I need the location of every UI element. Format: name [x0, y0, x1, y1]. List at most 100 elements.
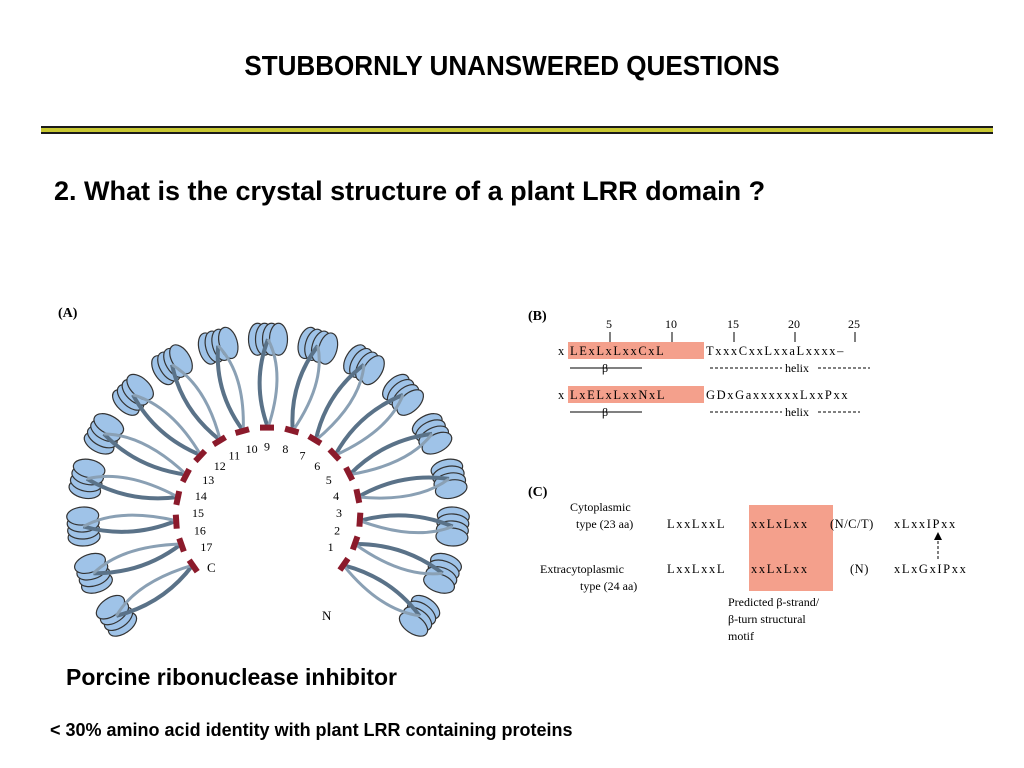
beta-strand: [327, 447, 342, 462]
position-5: 5: [606, 317, 612, 331]
panel-b-consensus: (B) 5 10 15 20 25 x LExLxLxxCxL TxxxCxxL…: [528, 309, 870, 419]
position-10: 10: [665, 317, 677, 331]
backbone-loop: [266, 338, 279, 429]
row1-rest: TxxxCxxLxxaLxxxx–: [706, 344, 845, 358]
beta-strand: [307, 433, 323, 446]
backbone-loop: [102, 432, 187, 477]
beta-strand: [186, 558, 200, 574]
panel-c-motif: (C) Cytoplasmic type (23 aa) LxxLxxL xxL…: [528, 485, 966, 643]
row1-annotation: β helix: [570, 361, 870, 375]
backbone-loop: [257, 338, 270, 429]
row2-annotation: β helix: [570, 405, 860, 419]
cyto-label-line1: Cytoplasmic: [570, 500, 631, 514]
backbone-loop: [357, 477, 450, 500]
backbone-loop: [349, 432, 434, 477]
position-25: 25: [848, 317, 860, 331]
beta-highlight-row2: [568, 386, 704, 403]
backbone-loop: [217, 344, 245, 431]
backbone-loop: [82, 518, 177, 534]
repeat-number: 3: [336, 506, 342, 520]
backbone-loop: [215, 345, 245, 433]
motif-note-line2: β-turn structural: [728, 612, 806, 626]
motif-highlight: [749, 505, 833, 591]
repeat-number: 1: [328, 540, 334, 554]
beta-strand: [260, 424, 274, 431]
cyto-label-line2: type (23 aa): [576, 517, 633, 531]
row2-prefix: x: [558, 388, 566, 402]
row2-boxed: LxELxLxxNxL: [570, 388, 666, 402]
repeat-number: 12: [214, 459, 226, 473]
beta-strands: [172, 424, 364, 574]
row1-boxed: LExLxLxxCxL: [570, 344, 665, 358]
panel-c-label: (C): [528, 485, 548, 500]
panel-b-label: (B): [528, 309, 547, 324]
backbone-loop: [314, 364, 366, 442]
backbone-loop: [353, 542, 443, 576]
backbone-loop: [342, 564, 420, 618]
identity-footnote: < 30% amino acid identity with plant LRR…: [50, 720, 573, 740]
backbone-loop: [85, 477, 179, 501]
backbone-loop: [132, 393, 203, 457]
row2-helix: helix: [785, 405, 809, 419]
repeat-number: 16: [194, 524, 206, 538]
extra-seq-a: LxxLxxL: [667, 562, 726, 576]
motif-note-line1: Predicted β-strand/: [728, 595, 820, 609]
motif-note-line3: motif: [728, 629, 754, 643]
cyto-seq-b: (N/C/T): [830, 517, 874, 531]
repeat-number: 10: [246, 442, 258, 456]
repeat-number: 14: [195, 489, 207, 503]
backbone-loop: [86, 474, 179, 499]
cyto-seq-c: xLxxIPxx: [894, 517, 957, 531]
backbone-loop: [357, 475, 450, 499]
repeat-number: 13: [202, 473, 214, 487]
backbone-loop: [333, 393, 404, 457]
repeat-number: 5: [326, 473, 332, 487]
backbone-loop: [334, 394, 405, 457]
backbone-loop: [82, 513, 177, 528]
extra-seq-b: (N): [850, 562, 869, 576]
beta-strand: [234, 426, 250, 436]
repeat-number: 9: [264, 440, 270, 454]
repeat-number: 2: [334, 524, 340, 538]
beta-strand: [353, 488, 363, 504]
beta-strand: [337, 556, 351, 572]
position-20: 20: [788, 317, 800, 331]
c-terminus-label: C: [207, 560, 216, 575]
backbone-loop: [170, 364, 222, 442]
beta-highlight-row1: [568, 342, 704, 359]
panel-a-label: (A): [58, 306, 78, 321]
repeat-number: 6: [314, 459, 320, 473]
row1-beta: β: [602, 361, 608, 375]
backbone-loop: [103, 432, 188, 476]
backbone-loop: [171, 363, 222, 441]
cyto-seq-box: xxLxLxx: [751, 517, 809, 531]
extra-seq-box: xxLxLxx: [751, 562, 809, 576]
title-divider: [41, 126, 993, 134]
slide-title: STUBBORNLY UNANSWERED QUESTIONS: [244, 50, 780, 81]
backbone-loop: [291, 345, 321, 432]
beta-strand: [211, 434, 227, 447]
backbone-loop: [131, 393, 202, 458]
repeat-number: 8: [282, 442, 288, 456]
repeat-number: 15: [192, 506, 204, 520]
beta-strand: [343, 466, 356, 482]
repeat-number: 7: [299, 448, 305, 462]
row2-beta: β: [602, 405, 608, 419]
backbone-loop: [93, 542, 183, 576]
backbone-loop: [359, 519, 454, 535]
position-ruler: 5 10 15 20 25: [606, 317, 860, 342]
backbone-loop: [354, 541, 444, 575]
beta-strand: [173, 490, 183, 506]
beta-strand: [284, 425, 300, 436]
figure-caption: Porcine ribonuclease inhibitor: [66, 664, 398, 690]
backbone-loop: [92, 542, 182, 575]
beta-strand: [176, 537, 187, 553]
repeat-number: 17: [200, 540, 212, 554]
backbone-loops: [82, 338, 454, 618]
extra-label-line1: Extracytoplasmic: [540, 562, 624, 576]
question-text: 2. What is the crystal structure of a pl…: [54, 176, 766, 206]
repeat-number: 4: [333, 489, 339, 503]
beta-strand: [180, 467, 192, 484]
